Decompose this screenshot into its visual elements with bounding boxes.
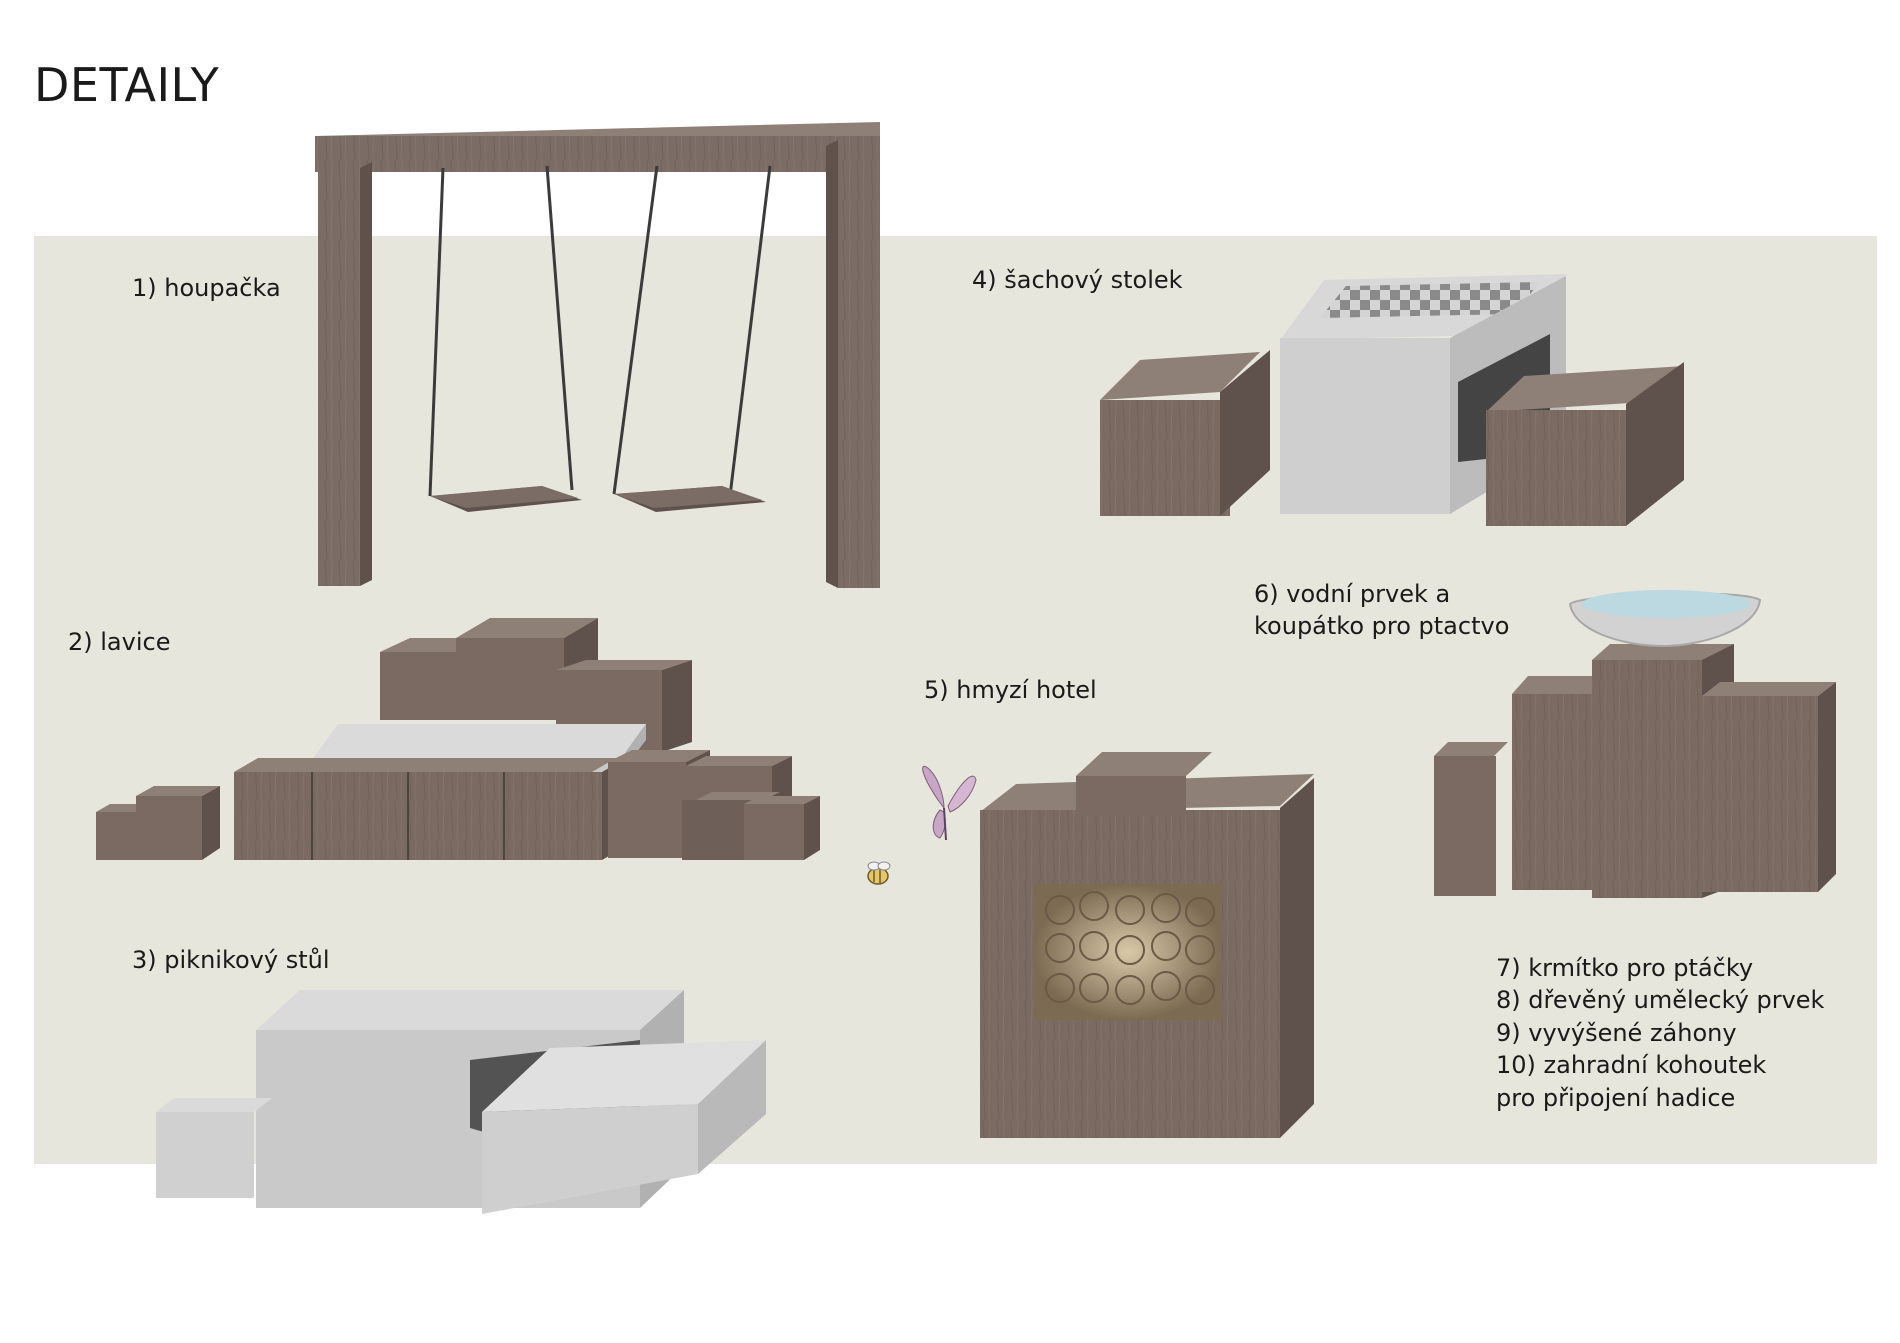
label-water-feature-line1: 6) vodní prvek a (1254, 580, 1451, 608)
picnic-table-illustration (156, 990, 766, 1214)
insect-hotel-illustration (980, 752, 1314, 1138)
label-insect-hotel: 5) hmyzí hotel (924, 676, 1097, 704)
label-garden-tap-line1: 10) zahradní kohoutek (1496, 1051, 1767, 1080)
page-title: DETAILY (34, 58, 220, 112)
label-water-feature-line2: koupátko pro ptactvo (1254, 612, 1510, 641)
label-garden-tap-line2: pro připojení hadice (1496, 1083, 1736, 1112)
label-picnic-table: 3) piknikový stůl (132, 946, 330, 974)
label-list-extra: 7) krmítko pro ptáčky 8) dřevěný uměleck… (1496, 952, 1824, 1114)
swing-illustration (315, 122, 880, 588)
label-raised-beds: 9) vyvýšené záhony (1496, 1018, 1737, 1047)
bench-illustration (96, 618, 820, 860)
label-water-feature: 6) vodní prvek a koupátko pro ptactvo (1254, 578, 1509, 643)
water-feature-illustration (1434, 590, 1836, 898)
label-bench: 2) lavice (68, 628, 171, 656)
butterfly-icon (922, 765, 977, 841)
label-swing: 1) houpačka (132, 274, 281, 302)
label-wooden-art: 8) dřevěný umělecký prvek (1496, 986, 1825, 1015)
label-bird-feeder: 7) krmítko pro ptáčky (1496, 954, 1754, 982)
label-chess-table: 4) šachový stolek (972, 266, 1183, 294)
bee-icon (867, 861, 891, 885)
chess-table-illustration (1100, 274, 1684, 526)
